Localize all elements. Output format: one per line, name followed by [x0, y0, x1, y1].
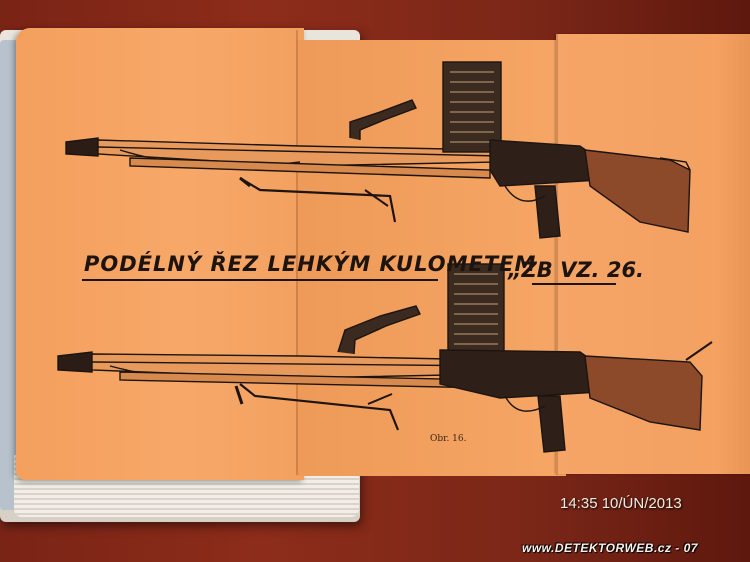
page-fold-line [556, 30, 558, 475]
diagram-title: PODÉLNÝ ŘEZ LEHKÝM KULOMETEM [84, 252, 537, 276]
foldout-page-middle [296, 40, 566, 476]
diagram-model-designation: „ZB VZ. 26. [508, 258, 645, 282]
title-underline [82, 279, 438, 281]
foldout-page-left [16, 28, 304, 480]
figure-caption: Obr. 16. [430, 434, 467, 444]
model-underline [532, 283, 616, 285]
photo-timestamp: 14:35 10/ÚN/2013 [560, 495, 682, 512]
photo-watermark: www.DETEKTORWEB.cz - 07 [522, 541, 698, 555]
page-fold-line [296, 30, 298, 475]
